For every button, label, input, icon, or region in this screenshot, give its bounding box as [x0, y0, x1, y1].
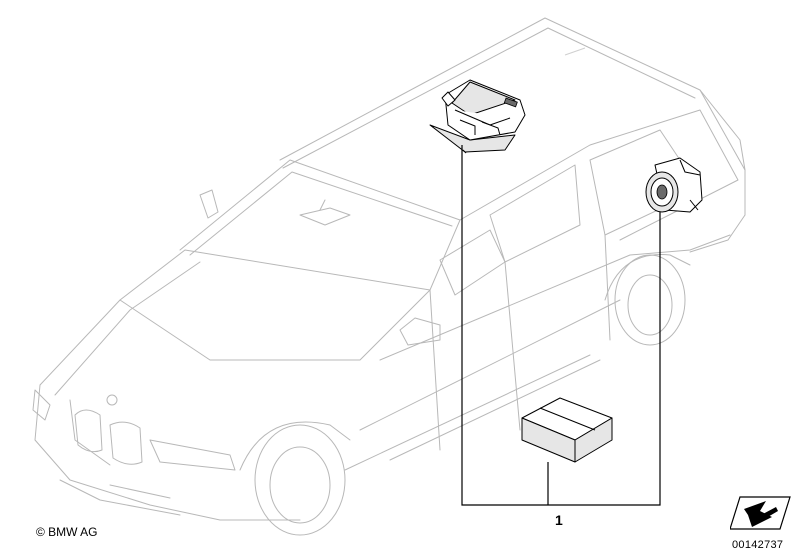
callout-number: 1: [555, 512, 563, 528]
siren-part[interactable]: [645, 157, 703, 213]
car-outline: [32, 17, 746, 536]
kit-box-part[interactable]: [521, 397, 613, 463]
control-unit-part[interactable]: [429, 79, 526, 154]
arrow-navigation-icon[interactable]: [730, 495, 792, 535]
copyright-label: © BMW AG: [36, 525, 98, 539]
diagram-id: 00142737: [732, 539, 784, 551]
leader-lines: [461, 145, 661, 506]
